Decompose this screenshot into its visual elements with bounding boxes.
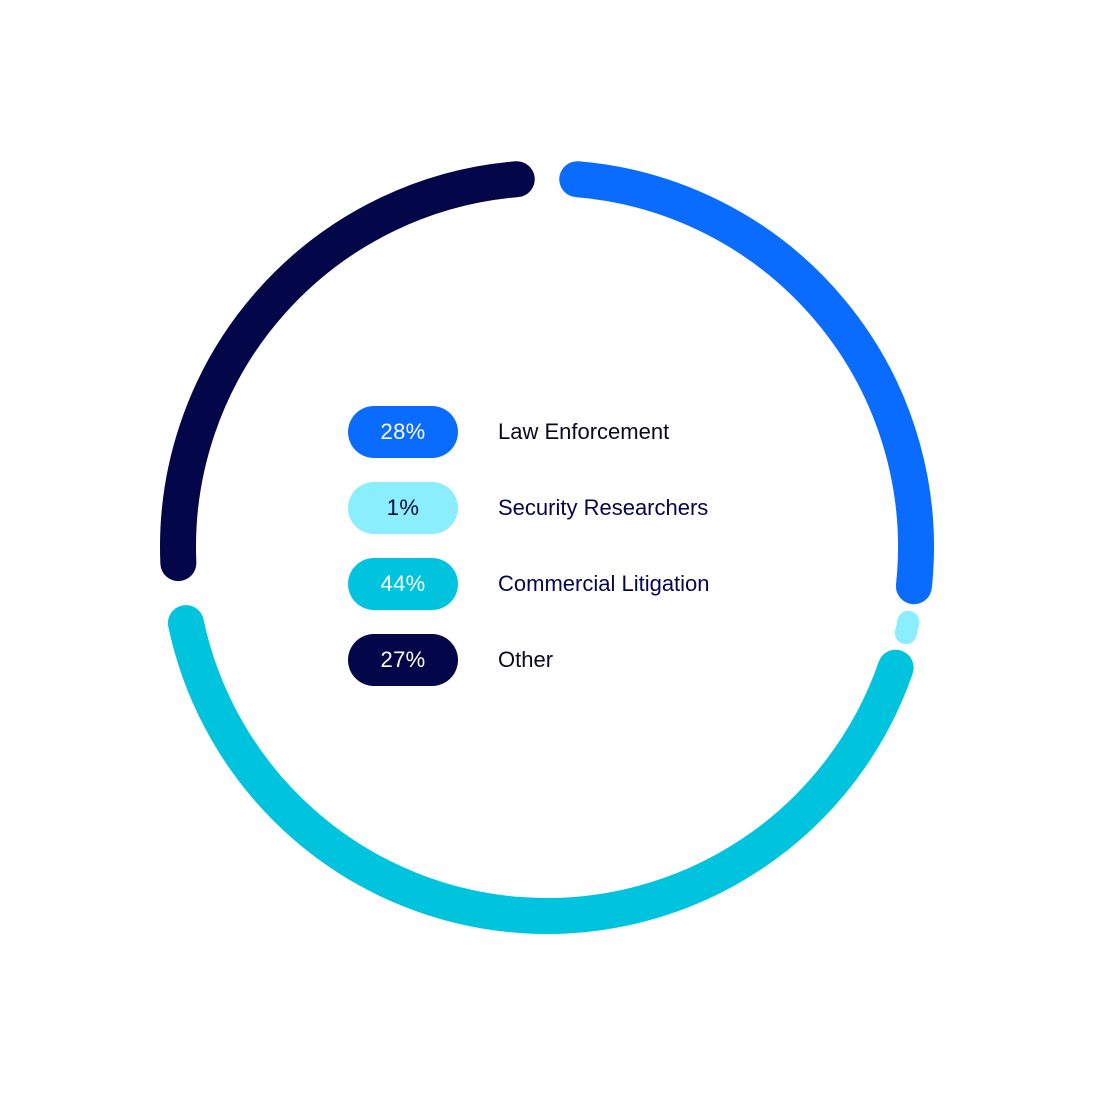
donut-segment-other [160, 161, 535, 582]
legend-label: Law Enforcement [498, 419, 670, 444]
legend-item-law-enforcement: 28% Law Enforcement [348, 406, 710, 458]
legend: 28% Law Enforcement 1% Security Research… [348, 406, 710, 710]
legend-item-other: 27% Other [348, 634, 710, 686]
legend-label: Other [498, 647, 554, 672]
donut-segment-security-researchers [894, 610, 920, 645]
percent-badge: 1% [348, 482, 458, 534]
legend-label: Security Researchers [498, 495, 709, 520]
percent-badge: 27% [348, 634, 458, 686]
donut-segment-commercial-litigation [167, 605, 914, 934]
donut-segment-law-enforcement [559, 161, 934, 605]
legend-item-commercial-litigation: 44% Commercial Litigation [348, 558, 710, 610]
legend-label: Commercial Litigation [498, 571, 710, 596]
legend-item-security-researchers: 1% Security Researchers [348, 482, 710, 534]
percent-badge: 44% [348, 558, 458, 610]
percent-badge: 28% [348, 406, 458, 458]
